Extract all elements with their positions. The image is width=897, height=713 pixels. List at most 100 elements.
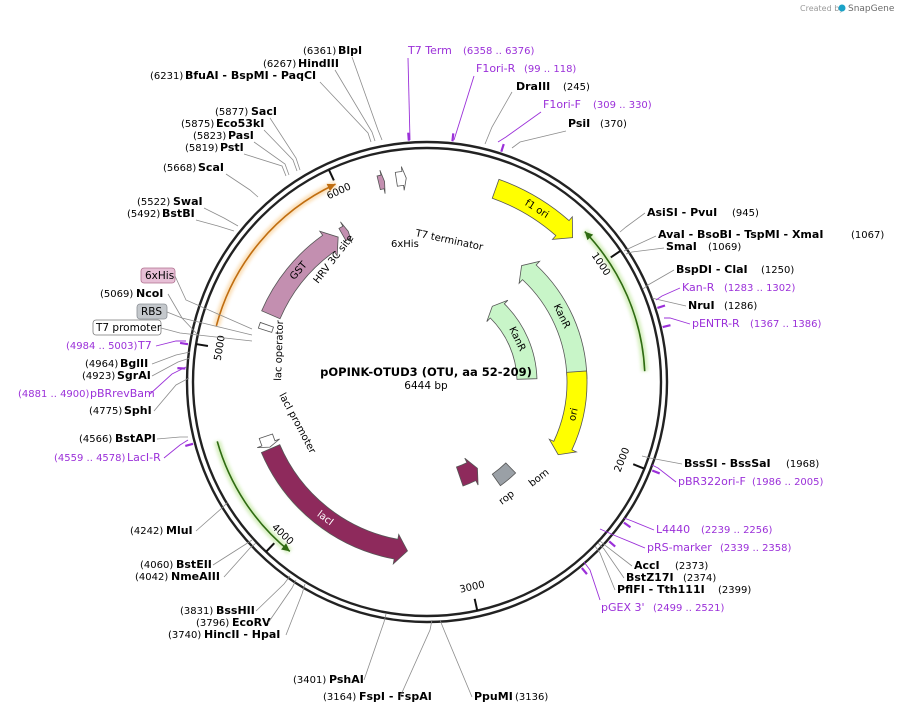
feature-label-bom: bom <box>527 467 551 489</box>
leader-ecorv <box>267 579 297 624</box>
site-pos-smai: (1069) <box>708 242 741 253</box>
site-pos-eco53ki: (5875) <box>181 119 214 130</box>
primer-marker-t7term <box>407 132 410 141</box>
leader-draiii <box>484 91 513 145</box>
site-pos-bstz17i: (2374) <box>683 573 716 584</box>
site-leader-lines <box>151 56 687 698</box>
leader-sphi <box>153 377 190 412</box>
site-name-mlui: MluI <box>166 524 193 537</box>
site-pos-hincii: (3740) <box>168 630 201 641</box>
site-pos-pshai: (3401) <box>293 675 326 686</box>
feature-label-lac-operator: lac operator <box>273 319 286 381</box>
site-pos-bfuai: (6231) <box>150 71 183 82</box>
backbone-inner-ring <box>191 146 663 618</box>
site-name-bsteii: BstEII <box>176 558 212 571</box>
site-pos-scai: (5668) <box>163 163 196 174</box>
feature-label-rop: rop <box>497 489 517 508</box>
site-name-pflfi: PflFI - Tth111I <box>617 583 705 596</box>
site-pos-psti: (5819) <box>185 143 218 154</box>
site-name-asisi: AsiSI - PvuI <box>647 206 717 219</box>
site-pos-fspi: (3164) <box>323 692 356 703</box>
leader-eco53ki <box>263 129 298 172</box>
axis-tick-1000 <box>610 249 622 259</box>
axis-tick-6000 <box>327 169 335 181</box>
feature-rop <box>455 457 479 487</box>
site-name-bsshii: BssHII <box>216 604 255 617</box>
primer-pos-prs-marker: (2339 .. 2358) <box>720 543 792 554</box>
site-name-avai: AvaI - BsoBI - TspMI - XmaI <box>658 228 823 241</box>
primer-name-f1ori-f: F1ori-F <box>543 98 581 111</box>
primer-leader-t7-term <box>407 57 411 141</box>
feature-gst <box>261 230 339 320</box>
site-name-blpi: BlpI <box>338 44 362 57</box>
primer-leader-lines <box>149 57 691 601</box>
tag-6xhis-label: 6xHis <box>145 270 174 282</box>
site-labels: (6361) BlpI (6267) HindIII (6231) BfuAI … <box>79 44 884 703</box>
primer-pos-f1ori-r: (99 .. 118) <box>524 64 576 75</box>
leader-bstbi <box>195 219 235 232</box>
snapgene-logo-icon <box>838 4 846 12</box>
tag-rbs-box <box>136 303 168 320</box>
leader-bspdi <box>642 269 675 290</box>
site-pos-saci: (5877) <box>215 107 248 118</box>
backbone-outer-ring <box>185 140 669 624</box>
leader-pasi <box>253 141 290 176</box>
primer-name-pentr-r: pENTR-R <box>692 317 740 330</box>
leader-bglii <box>151 351 191 365</box>
leader-saci <box>269 117 301 171</box>
axis-tick-label-2000: 2000 <box>613 446 633 474</box>
primer-name-kan-r: Kan-R <box>682 281 715 294</box>
feature-ori <box>548 370 588 456</box>
site-name-draiii: DraIII <box>516 80 550 93</box>
site-name-hindiii: HindIII <box>298 57 339 70</box>
site-pos-bstapi: (4566) <box>79 434 112 445</box>
site-pos-blpi: (6361) <box>303 46 336 57</box>
site-name-acci: AccI <box>634 559 660 572</box>
primer-pos-pgex-3: (2499 .. 2521) <box>653 603 725 614</box>
leader-bsssi <box>641 455 683 465</box>
feature-label-6xhis: 6xHis <box>391 239 419 250</box>
tag-6xhis-box <box>140 267 176 284</box>
leader-blpi <box>351 56 383 141</box>
site-pos-bsshii: (3831) <box>180 606 213 617</box>
primer-pos-l4440: (2239 .. 2256) <box>701 525 773 536</box>
leader-avai <box>623 235 657 252</box>
primer-marker-lacir <box>185 442 194 447</box>
primer-name-pbr322ori-f: pBR322ori-F <box>678 475 746 488</box>
axis-tick-5000 <box>195 343 209 347</box>
site-name-bsssi: BssSI - BssSaI <box>684 457 771 470</box>
site-name-fspi: FspI - FspAI <box>359 690 432 703</box>
site-name-psii: PsiI <box>568 117 590 130</box>
backbone <box>185 140 669 624</box>
site-name-bstbi: BstBI <box>162 207 195 220</box>
feature-label-ori-inline: ori <box>567 407 581 422</box>
site-pos-bsssi: (1968) <box>786 459 819 470</box>
primer-marker-kanr-p <box>657 304 666 309</box>
feature-laci <box>260 444 408 566</box>
site-pos-pflfi: (2399) <box>718 585 751 596</box>
primer-leader-pentr-r <box>664 317 691 325</box>
leader-bstz17i <box>597 542 625 579</box>
orf-arc-arrowhead <box>326 183 336 192</box>
site-name-sgrai: SgrAI <box>117 369 151 382</box>
feature-t7-terminator <box>394 166 407 191</box>
site-pos-swai: (5522) <box>137 197 170 208</box>
site-name-smai: SmaI <box>666 240 697 253</box>
site-name-bfuai: BfuAI - BspMI - PaqCI <box>185 69 316 82</box>
primer-name-pgex-3: pGEX 3' <box>601 601 645 614</box>
site-name-bstz17i: BstZ17I <box>626 571 674 584</box>
leader-hincii <box>285 583 306 636</box>
site-name-nmeaiii: NmeAIII <box>171 570 220 583</box>
leader-hindiii <box>334 69 376 142</box>
orf-arc-arrowhead <box>584 231 594 241</box>
site-pos-nrui: (1286) <box>724 301 757 312</box>
axis-tick-label-3000: 3000 <box>459 579 486 595</box>
feature-hrv-3c-site <box>338 221 353 244</box>
leader-bsshii <box>255 575 291 612</box>
primer-name-t7-term: T7 Term <box>407 44 452 57</box>
primer-marker-pgex3 <box>580 567 588 575</box>
site-name-ncoi: NcoI <box>136 287 163 300</box>
site-pos-sgrai: (4923) <box>82 371 115 382</box>
primer-pos-t7: (4984 .. 5003) <box>66 341 138 352</box>
